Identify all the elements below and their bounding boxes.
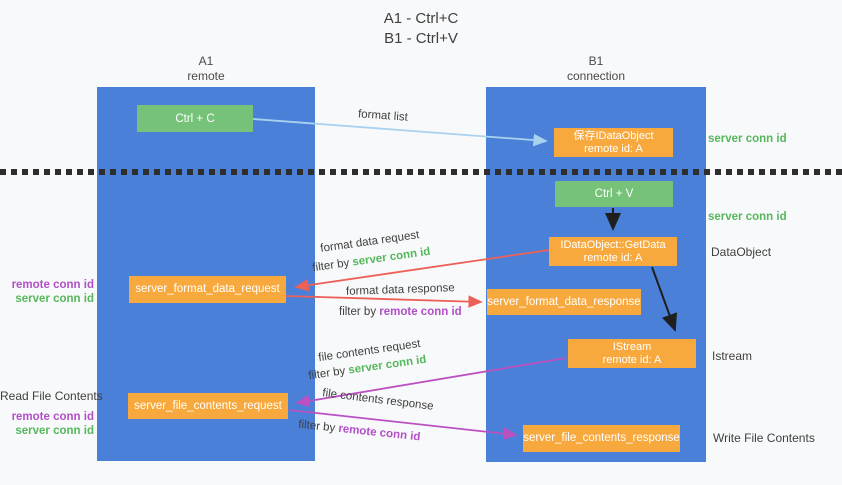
diagram-title: A1 - Ctrl+C B1 - Ctrl+V (0, 9, 842, 49)
server-format-data-request-node: server_format_data_request (129, 276, 286, 303)
lane-a1-subtitle: remote (187, 69, 225, 83)
remote-conn-id-text: remote conn id (379, 306, 462, 318)
save-dataobject-line2: remote id: A (584, 142, 643, 155)
server-conn-id-text: server conn id (351, 245, 432, 269)
istream-node: IStream remote id: A (568, 339, 696, 368)
title-line-1: A1 - Ctrl+C (383, 10, 459, 27)
server-format-data-response-label: server_format_data_response (487, 295, 641, 308)
read-file-contents-label: Read File Contents (0, 389, 103, 403)
file-contents-response-label: file contents response (321, 387, 435, 413)
save-dataobject-node: 保存IDataObject remote id: A (554, 128, 673, 157)
format-list-label: format list (357, 108, 409, 124)
getdata-line2: remote id: A (583, 251, 643, 264)
server-conn-id-right-top: server conn id (708, 133, 787, 145)
filter-by-text: filter by (311, 256, 354, 275)
lane-b1-header: B1 connection (486, 54, 706, 84)
filter-by-remote-conn-id-label-1: filter by remote conn id (339, 306, 462, 318)
server-format-data-request-label: server_format_data_request (135, 283, 280, 295)
dataobject-label: DataObject (711, 245, 772, 259)
server-file-contents-request-label: server_file_contents_request (134, 399, 282, 412)
istream-line2: remote id: A (602, 353, 662, 366)
remote-conn-id-left-bottom: remote conn id (11, 411, 94, 423)
filter-by-text: filter by (339, 306, 380, 318)
filter-by-remote-conn-id-label-2: filter by remote conn id (298, 419, 421, 444)
dotted-separator (0, 169, 842, 175)
ctrl-c-label: Ctrl + C (175, 112, 215, 125)
getdata-node: IDataObject::GetData remote id: A (549, 237, 677, 266)
server-file-contents-request-node: server_file_contents_request (128, 393, 288, 419)
lane-b1-subtitle: connection (566, 69, 626, 83)
server-file-contents-response-label: server_file_contents_response (523, 432, 680, 444)
server-file-contents-response-node: server_file_contents_response (523, 425, 680, 452)
ctrl-v-node: Ctrl + V (555, 181, 673, 207)
save-dataobject-line1: 保存IDataObject (573, 129, 654, 142)
format-data-response-label: format data response (345, 282, 455, 298)
getdata-line1: IDataObject::GetData (560, 238, 666, 251)
remote-conn-id-text: remote conn id (337, 422, 421, 444)
write-file-contents-label: Write File Contents (713, 431, 815, 445)
server-conn-id-left-bottom: server conn id (15, 425, 94, 437)
server-conn-id-left-mid: server conn id (15, 293, 94, 305)
title-line-2: B1 - Ctrl+V (384, 30, 458, 47)
lane-a1-name: A1 (198, 54, 214, 68)
istream-side-label: Istream (712, 349, 753, 363)
istream-line1: IStream (612, 340, 652, 353)
ctrl-v-label: Ctrl + V (594, 188, 634, 200)
server-conn-id-right-mid: server conn id (708, 211, 787, 223)
ctrl-c-node: Ctrl + C (137, 105, 253, 132)
format-data-response-arrow (285, 295, 483, 308)
lane-a1-header: A1 remote (97, 54, 315, 84)
server-format-data-response-node: server_format_data_response (487, 289, 641, 315)
remote-conn-id-left-mid: remote conn id (11, 279, 94, 291)
lane-b1-name: B1 (588, 54, 604, 68)
